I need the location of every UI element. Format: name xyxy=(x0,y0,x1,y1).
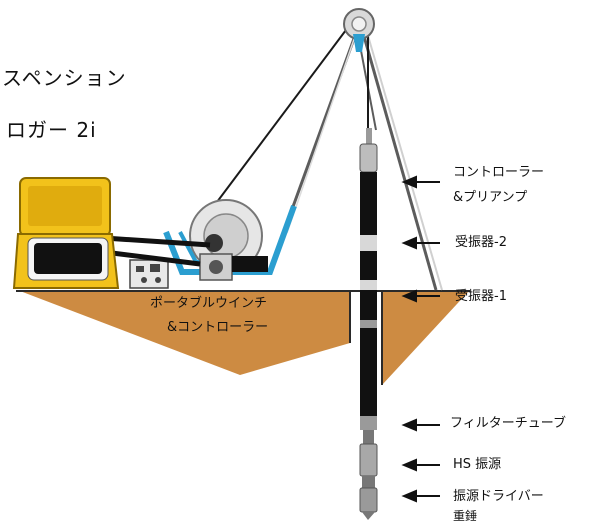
ground-left-wedge xyxy=(20,291,350,375)
label-receiver-2: 受振器-2 xyxy=(455,235,507,250)
label-source-driver-line2: 重錘 xyxy=(453,509,478,523)
winch-controller-box xyxy=(129,259,169,289)
label-filter-tube: フィルターチューブ xyxy=(450,416,566,431)
title-line-1: スペンション xyxy=(2,66,127,90)
winch-cable xyxy=(213,21,353,207)
pulley-wheel xyxy=(343,8,375,52)
label-controller-preamp-line2: &プリアンプ xyxy=(453,190,528,205)
label-winch-line1: ポータブルウインチ xyxy=(150,296,268,311)
label-controller-preamp-line1: コントローラー xyxy=(453,165,545,180)
label-source-driver-line1: 振源ドライバー xyxy=(453,489,544,504)
probe-string xyxy=(359,128,378,520)
laptop-cable-1 xyxy=(103,235,211,248)
label-hs-source: HS 振源 xyxy=(453,457,502,472)
label-receiver-1: 受振器-1 xyxy=(455,289,507,304)
portable-winch xyxy=(163,199,297,281)
arrows xyxy=(401,175,440,503)
label-winch-line2: &コントローラー xyxy=(167,320,269,335)
title-line-2: ロガー 2i xyxy=(6,118,97,142)
ground-right-wedge xyxy=(382,291,469,385)
laptop-case xyxy=(12,177,120,289)
laptop-cable-2 xyxy=(103,249,201,267)
